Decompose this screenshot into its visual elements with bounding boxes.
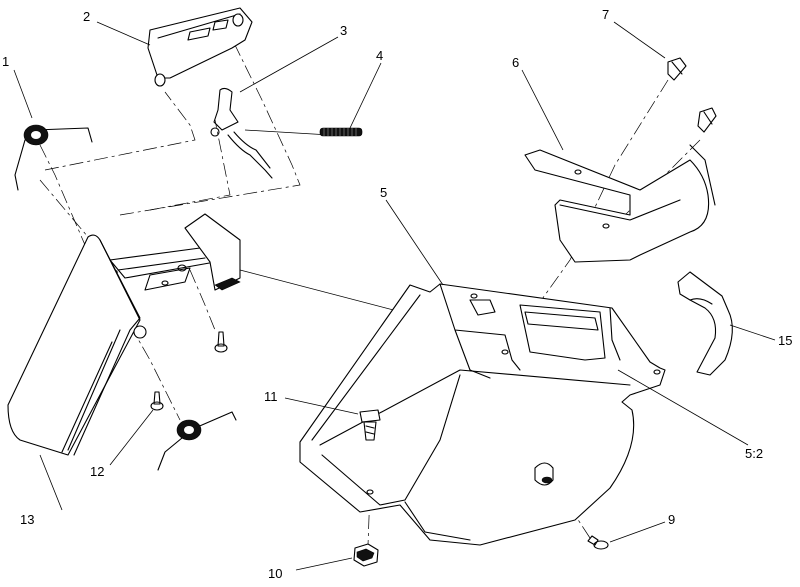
nut-part-10 xyxy=(353,543,379,567)
screw-part-12 xyxy=(150,391,164,411)
torsion-spring-lower xyxy=(157,411,237,471)
cover-plate-part-13 xyxy=(7,234,147,456)
leader-lines xyxy=(13,21,776,571)
bolt-part-7 xyxy=(667,57,687,81)
latch-part-3 xyxy=(210,87,273,179)
callout-12: 12 xyxy=(90,464,104,479)
callout-15: 15 xyxy=(778,333,792,348)
bolt-part-7b xyxy=(697,107,717,133)
deflector-part-6 xyxy=(524,144,716,263)
screw-hinge xyxy=(214,331,228,353)
spring-part-4 xyxy=(319,127,363,137)
callout-13: 13 xyxy=(20,512,34,527)
torsion-spring-part-1 xyxy=(14,124,93,191)
screw-part-9 xyxy=(587,535,609,550)
callout-6: 6 xyxy=(512,55,519,70)
lever-part-15 xyxy=(677,271,733,376)
standoff xyxy=(534,462,554,486)
callout-4: 4 xyxy=(376,48,383,63)
housing-part-5 xyxy=(299,283,666,546)
hinge-bracket xyxy=(109,213,241,291)
callout-labels: 1 2 3 4 5 6 7 9 10 11 12 13 15 5:2 xyxy=(2,7,792,581)
callout-3: 3 xyxy=(340,23,347,38)
bolt-part-11 xyxy=(359,409,381,441)
callout-5: 5 xyxy=(380,185,387,200)
callout-9: 9 xyxy=(668,512,675,527)
callout-5-2: 5:2 xyxy=(745,446,763,461)
top-bracket-part-2 xyxy=(147,7,253,87)
callout-2: 2 xyxy=(83,9,90,24)
callout-1: 1 xyxy=(2,54,9,69)
callout-10: 10 xyxy=(268,566,282,581)
callout-11: 11 xyxy=(264,389,278,404)
callout-7: 7 xyxy=(602,7,609,22)
